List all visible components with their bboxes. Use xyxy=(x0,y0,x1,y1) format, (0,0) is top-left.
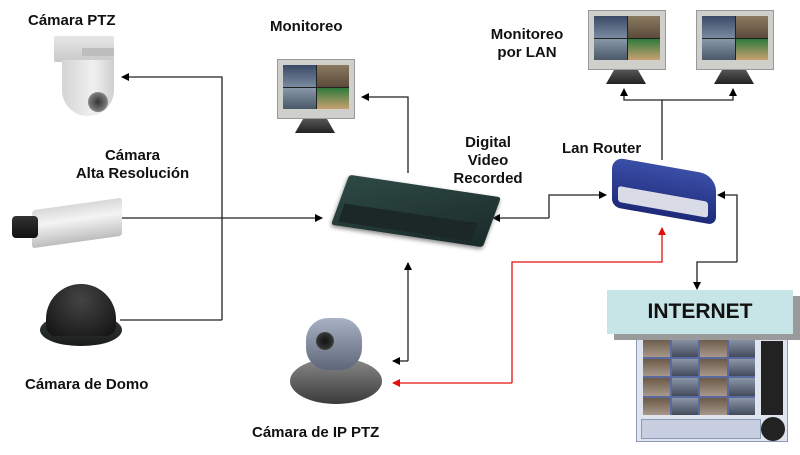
hires-camera-label: Cámara Alta Resolución xyxy=(70,147,195,183)
line-dvr-to-ptz xyxy=(121,73,223,320)
lan-monitor-1-icon xyxy=(588,10,666,86)
hires-camera-icon xyxy=(12,196,127,249)
dome-camera-icon xyxy=(40,284,122,346)
hires-camera-label-line1: Cámara xyxy=(104,147,161,164)
surveillance-software-screenshot xyxy=(636,336,788,442)
lan-monitor-2-icon xyxy=(696,10,774,86)
lan-monitors-label-line1: Monitoreo xyxy=(490,26,564,43)
line-router-ipcam-red xyxy=(511,227,666,383)
line-lan-right xyxy=(662,88,737,101)
line-internet-router xyxy=(717,191,738,262)
hires-camera-label-line2: Alta Resolución xyxy=(75,165,190,182)
internet-box: INTERNET xyxy=(607,290,793,334)
dvr-label-line1: Digital xyxy=(465,134,511,151)
ip-ptz-camera-label: Cámara de IP PTZ xyxy=(252,424,380,441)
lan-monitors-label-line2: por LAN xyxy=(497,44,557,61)
dvr-label: Digital Video Recorded xyxy=(448,134,528,188)
router-icon xyxy=(612,156,716,226)
line-router-internet xyxy=(693,261,737,290)
dvr-label-line2: Video xyxy=(467,152,509,169)
line-dvr-router xyxy=(548,191,607,218)
ip-ptz-camera-icon xyxy=(290,318,382,406)
ptz-camera-icon xyxy=(54,36,116,118)
lan-router-label: Lan Router xyxy=(562,140,642,157)
monitor-icon xyxy=(277,59,355,135)
dvr-icon xyxy=(330,174,502,248)
ptz-camera-label: Cámara PTZ xyxy=(28,12,116,29)
dvr-label-line3: Recorded xyxy=(453,170,523,187)
lan-monitors-label: Monitoreo por LAN xyxy=(482,26,572,62)
internet-label: INTERNET xyxy=(647,300,753,323)
line-dvr-to-monitor xyxy=(361,93,409,173)
monitor-label: Monitoreo xyxy=(270,18,343,35)
dome-camera-label: Cámara de Domo xyxy=(25,376,149,393)
line-lan-left xyxy=(620,88,662,101)
